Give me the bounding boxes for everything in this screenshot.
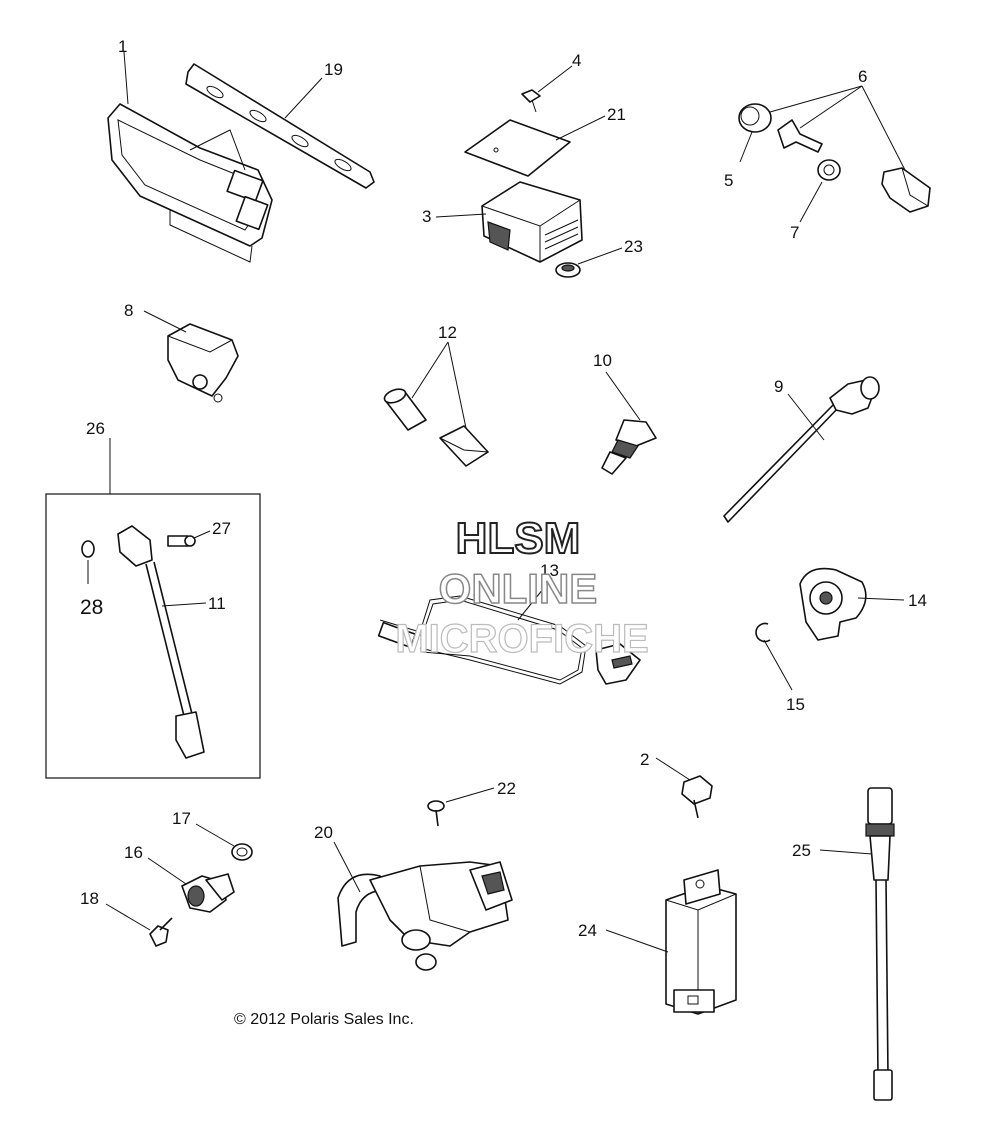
callout-3: 3 xyxy=(422,207,431,226)
part-10-temp-sensor xyxy=(601,419,657,475)
kit-26-box xyxy=(45,493,261,779)
part-22-screw xyxy=(427,800,445,827)
callout-27: 27 xyxy=(212,519,231,538)
part-24-module xyxy=(665,869,737,1015)
part-3-relay-box xyxy=(481,181,583,263)
part-9-o2-sensor xyxy=(723,376,880,523)
part-27-screw xyxy=(167,535,196,547)
callout-18: 18 xyxy=(80,889,99,908)
callout-17: 17 xyxy=(172,809,191,828)
part-19-bracket xyxy=(185,63,375,189)
part-21-gasket xyxy=(464,119,571,177)
part-6-key xyxy=(777,119,823,153)
callout-2: 2 xyxy=(640,750,649,769)
callout-8: 8 xyxy=(124,301,133,320)
callout-24: 24 xyxy=(578,921,597,940)
callout-9: 9 xyxy=(774,377,783,396)
callout-25: 25 xyxy=(792,841,811,860)
part-15-clip xyxy=(755,622,771,643)
copyright-text: © 2012 Polaris Sales Inc. xyxy=(234,1011,414,1028)
part-13-harness xyxy=(377,595,641,685)
part-11-crank-sensor xyxy=(117,525,205,759)
part-2-bolt xyxy=(681,775,713,819)
callout-26: 26 xyxy=(86,419,105,438)
part-4-screw xyxy=(521,89,541,113)
part-23-plug xyxy=(555,262,581,278)
callout-12: 12 xyxy=(438,323,457,342)
part-14-knock-sensor xyxy=(799,567,867,641)
callout-20: 20 xyxy=(314,823,333,842)
watermark-hlsm: HLSM xyxy=(456,514,581,563)
callout-21: 21 xyxy=(607,105,626,124)
callout-10: 10 xyxy=(593,351,612,370)
part-18-bolt xyxy=(149,917,173,947)
part-25-probe xyxy=(865,787,895,1101)
callout-11: 11 xyxy=(208,594,226,613)
part-5-cap xyxy=(738,103,772,133)
callout-14: 14 xyxy=(908,591,927,610)
part-8-map-sensor xyxy=(167,323,239,403)
callout-15: 15 xyxy=(786,695,805,714)
callout-13: 13 xyxy=(540,561,559,580)
part-16-sensor xyxy=(181,873,235,913)
callout-4: 4 xyxy=(572,51,581,70)
callout-23: 23 xyxy=(624,237,643,256)
part-17-oring xyxy=(231,843,253,861)
callout-19: 19 xyxy=(324,60,343,79)
watermark-online: ONLINE xyxy=(439,565,598,612)
callout-7: 7 xyxy=(790,223,799,242)
callout-5: 5 xyxy=(724,171,733,190)
callout-16: 16 xyxy=(124,843,143,862)
watermark-microfiche: MICROFICHE xyxy=(395,617,648,661)
part-1-ecu xyxy=(107,103,273,263)
callout-28: 28 xyxy=(80,596,103,619)
callout-22: 22 xyxy=(497,779,516,798)
part-12-fuses xyxy=(383,388,489,467)
part-28-oring xyxy=(81,540,95,558)
part-6-sensor xyxy=(881,167,931,213)
part-7-washer xyxy=(817,159,841,181)
callout-6: 6 xyxy=(858,67,867,86)
part-20-throttle-body xyxy=(337,861,513,971)
callout-1: 1 xyxy=(118,37,127,56)
